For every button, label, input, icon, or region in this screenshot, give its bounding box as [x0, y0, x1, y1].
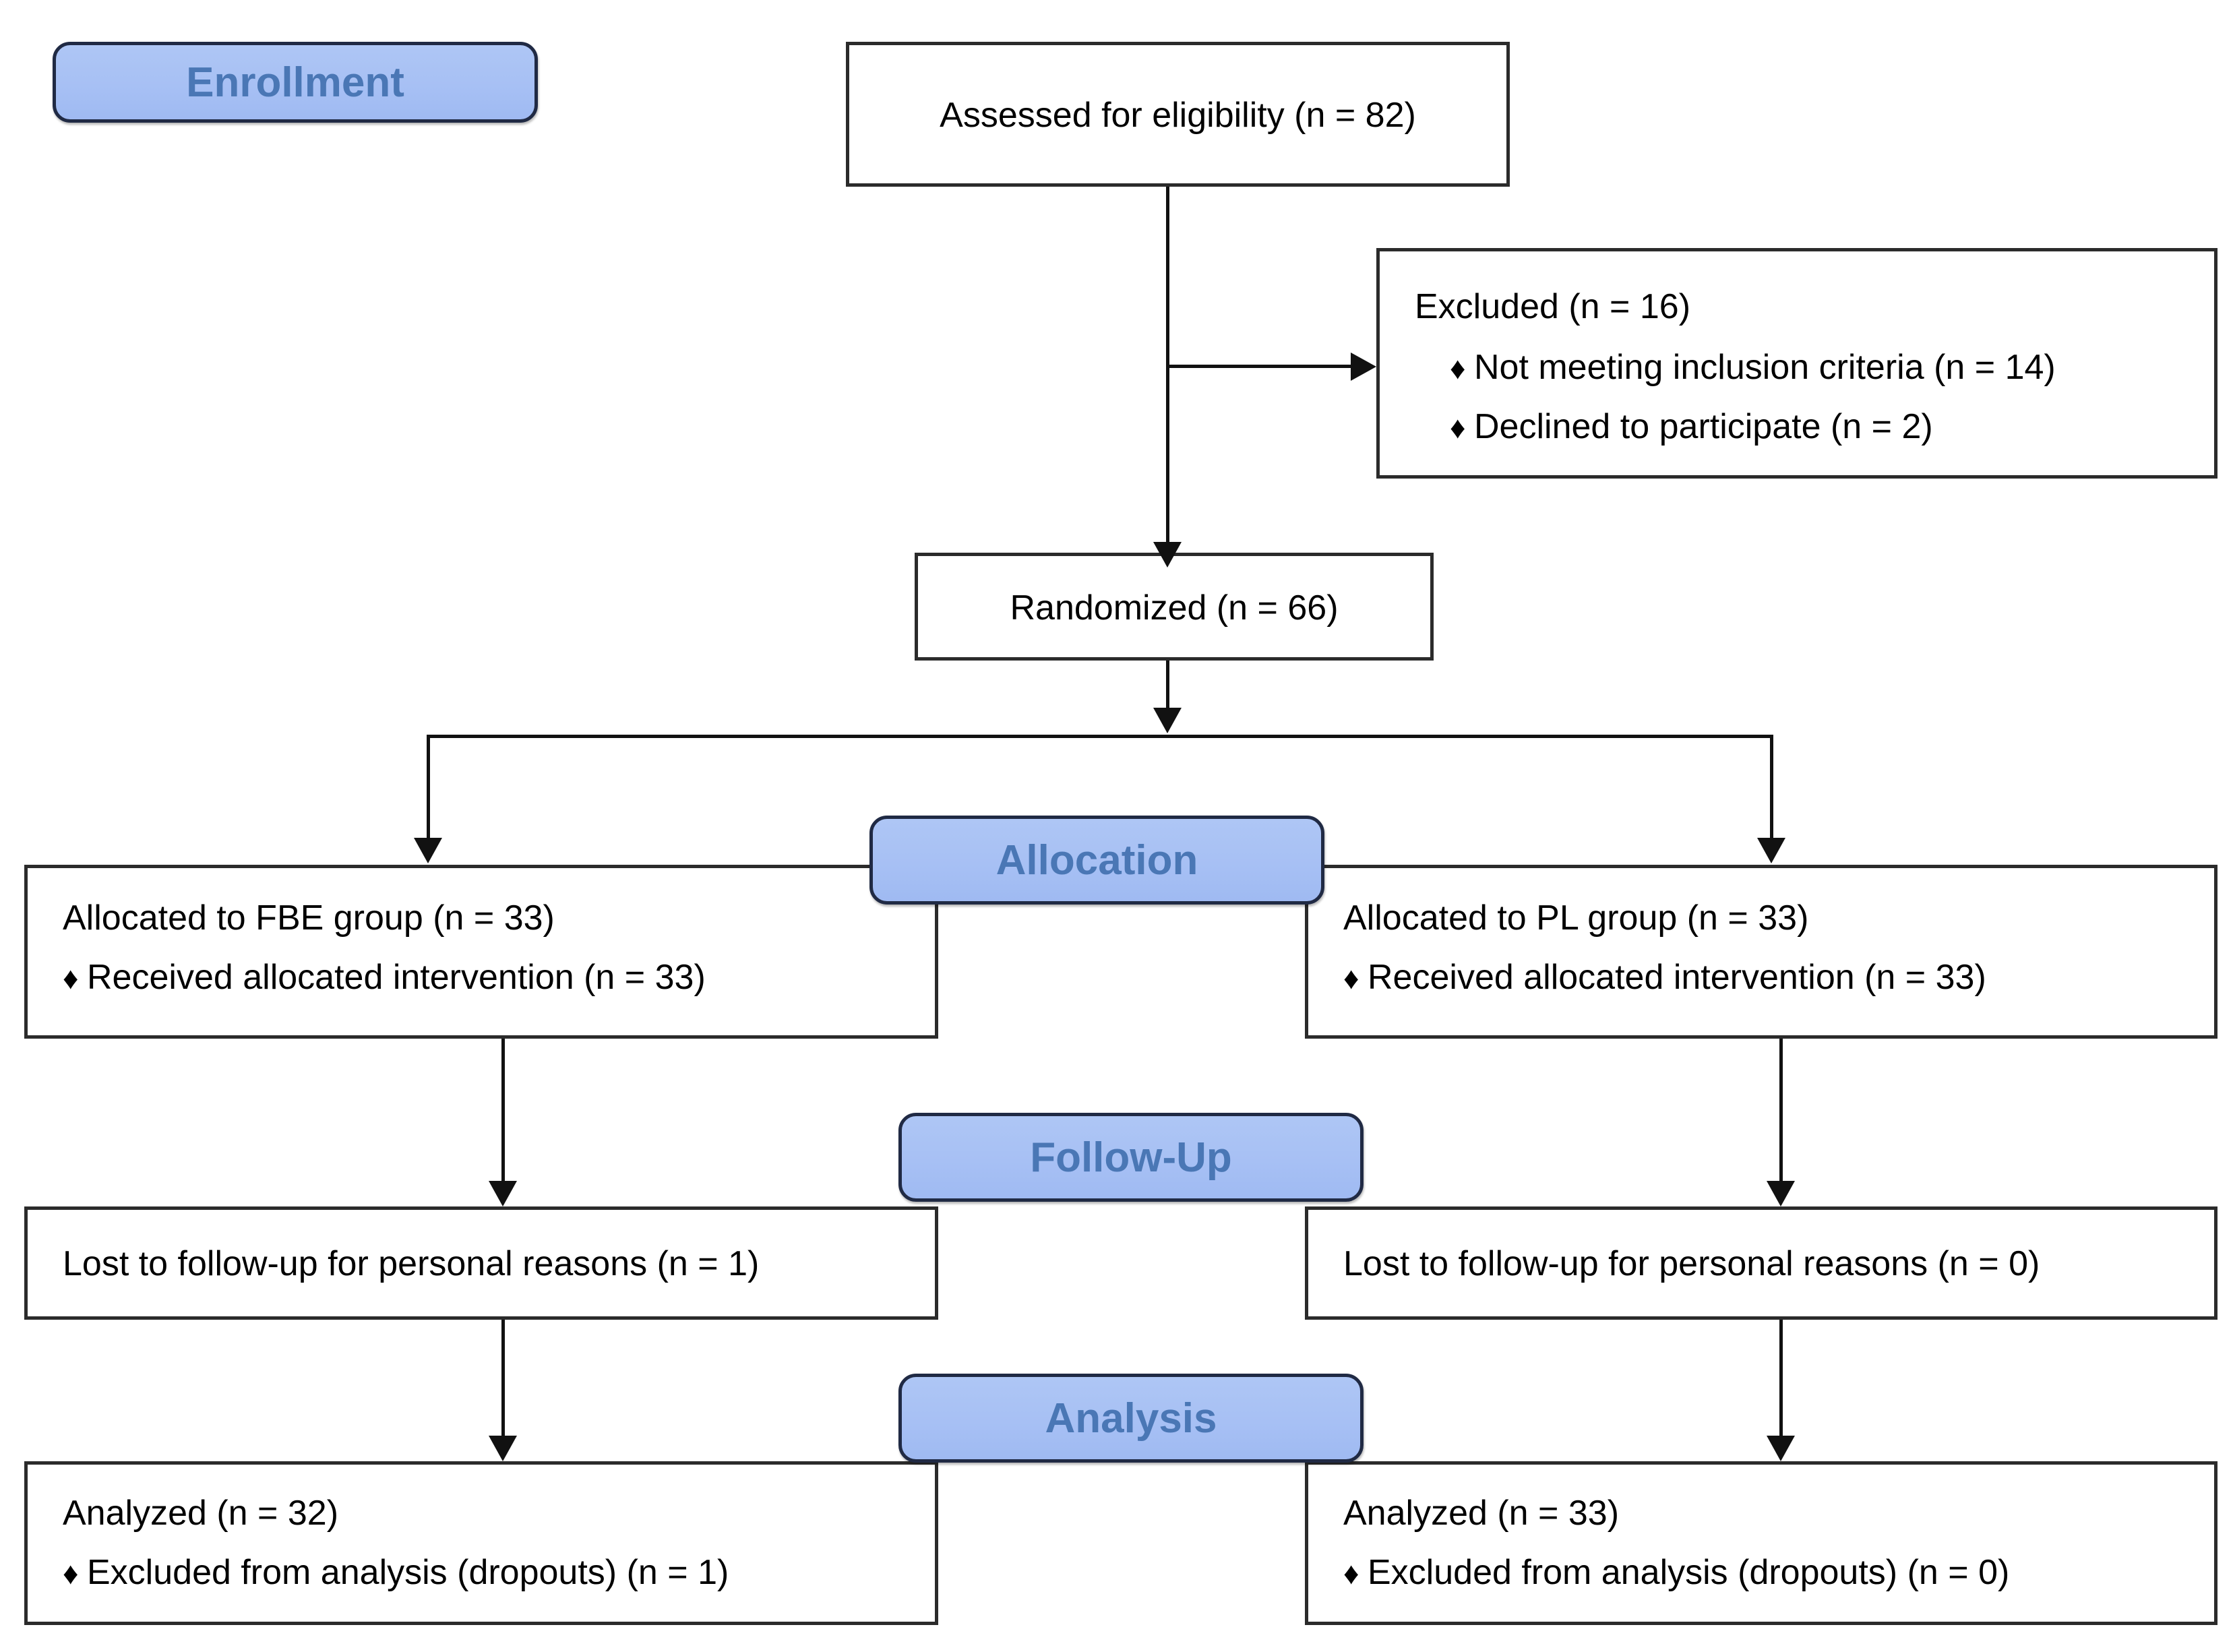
box-randomized: Randomized (n = 66) [915, 553, 1434, 661]
diamond-bullet-icon: ♦ [1343, 1556, 1359, 1591]
arrowhead-followup-right-to-analysis [1767, 1436, 1795, 1461]
stage-badge-allocation-label: Allocation [996, 836, 1198, 884]
diamond-bullet-icon: ♦ [1450, 350, 1466, 386]
arrowhead-alloc-right-to-followup [1767, 1181, 1795, 1206]
diamond-bullet-icon: ♦ [1343, 960, 1359, 996]
box-allocated-fbe-item-0-label: Received allocated intervention (n = 33) [87, 958, 706, 997]
arrowhead-split-right [1757, 838, 1785, 863]
arrowhead-assessed-to-randomized [1153, 542, 1182, 568]
stage-badge-enrollment-label: Enrollment [186, 59, 404, 106]
box-excluded-heading: Excluded (n = 16) [1415, 287, 1691, 326]
box-followup-fbe-text: Lost to follow-up for personal reasons (… [63, 1244, 760, 1283]
stage-badge-analysis-label: Analysis [1045, 1395, 1217, 1442]
diamond-bullet-icon: ♦ [63, 960, 79, 996]
connector-split-right-drop [1770, 735, 1773, 839]
box-excluded-item-1: ♦Declined to participate (n = 2) [1380, 405, 2214, 449]
box-analyzed-pl-item-0: ♦ Excluded from analysis (dropouts) (n = … [1308, 1551, 2214, 1595]
box-analyzed-pl-item-0-label: Excluded from analysis (dropouts) (n = 0… [1368, 1553, 2010, 1592]
connector-assessed-to-randomized [1166, 187, 1169, 568]
box-analyzed-fbe: Analyzed (n = 32) ♦Excluded from analysi… [24, 1461, 938, 1625]
connector-assessed-to-excluded [1166, 365, 1355, 368]
box-excluded-item-0-label: Not meeting inclusion criteria (n = 14) [1474, 348, 2056, 387]
box-randomized-text: Randomized (n = 66) [1010, 588, 1339, 628]
arrowhead-assessed-to-excluded [1351, 353, 1376, 381]
box-assessed-for-eligibility: Assessed for eligibility (n = 82) [846, 42, 1510, 187]
connector-randomized-stem [1166, 661, 1169, 711]
diamond-bullet-icon: ♦ [1450, 410, 1466, 445]
connector-followup-left-to-analysis [501, 1320, 505, 1453]
box-analyzed-fbe-item-0-label: Excluded from analysis (dropouts) (n = 1… [87, 1553, 729, 1592]
box-followup-pl: Lost to follow-up for personal reasons (… [1305, 1206, 2217, 1320]
arrowhead-split-left [414, 838, 442, 863]
arrowhead-followup-left-to-analysis [489, 1436, 517, 1461]
box-analyzed-fbe-heading: Analyzed (n = 32) [63, 1494, 339, 1533]
stage-badge-enrollment: Enrollment [53, 42, 538, 123]
stage-badge-followup: Follow-Up [898, 1113, 1364, 1202]
box-excluded-item-0: ♦Not meeting inclusion criteria (n = 14) [1380, 346, 2214, 390]
diamond-bullet-icon: ♦ [63, 1556, 79, 1591]
box-analyzed-pl: Analyzed (n = 33) ♦ Excluded from analysi… [1305, 1461, 2217, 1625]
connector-followup-right-to-analysis [1779, 1320, 1783, 1453]
stage-badge-analysis: Analysis [898, 1374, 1364, 1463]
arrowhead-randomized-stem [1153, 708, 1182, 733]
arrowhead-alloc-left-to-followup [489, 1181, 517, 1206]
box-allocated-fbe-item-0: ♦Received allocated intervention (n = 33… [28, 956, 935, 1000]
box-allocated-pl-item-0-label: Received allocated intervention (n = 33) [1368, 958, 1986, 997]
box-allocated-pl-item-0: ♦Received allocated intervention (n = 33… [1308, 956, 2214, 1000]
box-allocated-pl: Allocated to PL group (n = 33) ♦Received… [1305, 865, 2217, 1039]
box-followup-pl-text: Lost to follow-up for personal reasons (… [1343, 1244, 2040, 1283]
box-followup-fbe: Lost to follow-up for personal reasons (… [24, 1206, 938, 1320]
box-analyzed-pl-heading: Analyzed (n = 33) [1343, 1494, 1620, 1533]
box-allocated-fbe: Allocated to FBE group (n = 33) ♦Receive… [24, 865, 938, 1039]
stage-badge-followup-label: Follow-Up [1030, 1134, 1232, 1181]
stage-badge-allocation: Allocation [869, 816, 1324, 905]
connector-split-left-drop [427, 735, 430, 839]
box-allocated-pl-heading: Allocated to PL group (n = 33) [1343, 898, 1809, 938]
box-allocated-fbe-heading: Allocated to FBE group (n = 33) [63, 898, 555, 938]
connector-alloc-right-to-followup [1779, 1039, 1783, 1186]
connector-alloc-left-to-followup [501, 1039, 505, 1186]
box-analyzed-fbe-item-0: ♦Excluded from analysis (dropouts) (n = … [28, 1551, 935, 1595]
box-excluded-item-1-label: Declined to participate (n = 2) [1474, 407, 1933, 446]
connector-split-bar [427, 735, 1773, 738]
box-excluded: Excluded (n = 16) ♦Not meeting inclusion… [1376, 248, 2217, 479]
box-assessed-text: Assessed for eligibility (n = 82) [940, 96, 1416, 135]
